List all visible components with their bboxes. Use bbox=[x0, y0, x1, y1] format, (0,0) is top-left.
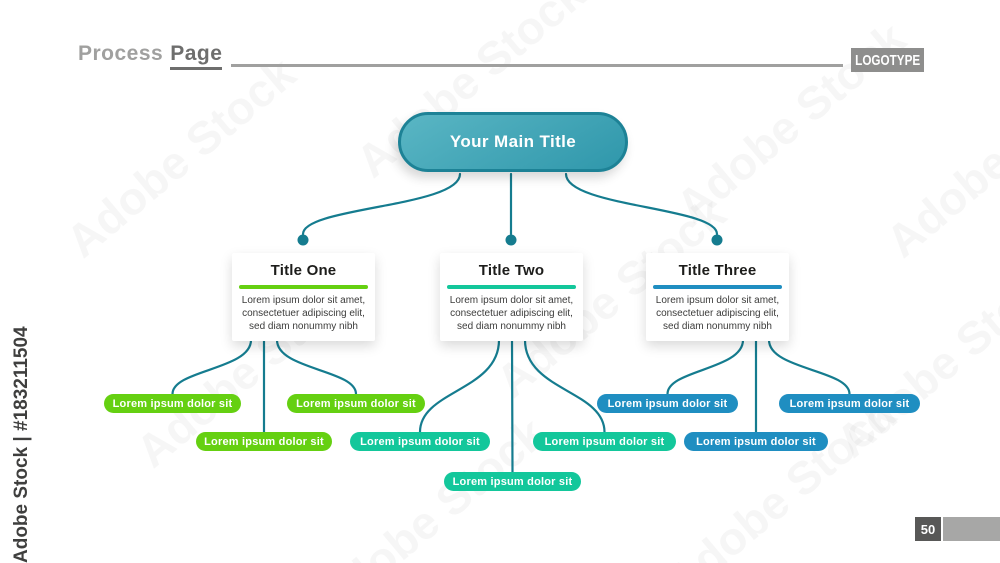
leaf-pill[interactable]: Lorem ipsum dolor sit bbox=[533, 432, 676, 451]
connector-dot bbox=[711, 234, 723, 246]
leaf-pill[interactable]: Lorem ipsum dolor sit bbox=[104, 394, 241, 413]
branch-card-one[interactable]: Title One Lorem ipsum dolor sit amet, co… bbox=[232, 253, 375, 341]
page-number: 50 bbox=[920, 521, 936, 537]
connector-line bbox=[171, 338, 253, 396]
connector-line bbox=[767, 338, 851, 396]
branch-body-line: Lorem ipsum dolor sit amet, bbox=[655, 295, 780, 306]
logotype-label: LOGOTYPE bbox=[854, 51, 921, 69]
stock-watermark-diagonal: Adobe Stock bbox=[666, 11, 915, 233]
main-title-label: Your Main Title bbox=[449, 132, 577, 151]
branch-title: Title Three bbox=[678, 262, 757, 279]
branch-body: Lorem ipsum dolor sit amet, consectetuer… bbox=[232, 294, 375, 333]
branch-body-line: consectetuer adipiscing elit, bbox=[656, 308, 779, 319]
stock-watermark-vertical: Adobe Stock | #183211504 bbox=[11, 326, 32, 563]
connector-line bbox=[564, 172, 719, 236]
connector-line bbox=[523, 338, 606, 434]
page-title-word2: Page bbox=[170, 42, 223, 70]
leaf-pill[interactable]: Lorem ipsum dolor sit bbox=[597, 394, 738, 413]
branch-body-line: consectetuer adipiscing elit, bbox=[450, 308, 573, 319]
connector-line bbox=[301, 172, 462, 236]
branch-title: Title One bbox=[270, 262, 337, 279]
connector-line bbox=[275, 338, 358, 396]
branch-body-line: Lorem ipsum dolor sit amet, bbox=[241, 295, 366, 306]
branch-card-two[interactable]: Title Two Lorem ipsum dolor sit amet, co… bbox=[440, 253, 583, 341]
stock-watermark-diagonal: Adobe Stock bbox=[56, 46, 305, 268]
stock-watermark-diagonal: Adobe Stock bbox=[876, 46, 1000, 268]
branch-body-line: sed diam nonummy nibh bbox=[663, 321, 772, 332]
header-rule bbox=[231, 64, 843, 67]
logotype-placeholder: LOGOTYPE bbox=[851, 48, 924, 72]
leaf-pill[interactable]: Lorem ipsum dolor sit bbox=[684, 432, 828, 451]
connector-line bbox=[510, 338, 514, 474]
leaf-pill[interactable]: Lorem ipsum dolor sit bbox=[196, 432, 332, 451]
branch-body-line: consectetuer adipiscing elit, bbox=[242, 308, 365, 319]
leaf-pill[interactable]: Lorem ipsum dolor sit bbox=[350, 432, 490, 451]
connector-dot bbox=[297, 234, 309, 246]
branch-accent-bar bbox=[239, 285, 368, 289]
leaf-pill[interactable]: Lorem ipsum dolor sit bbox=[444, 472, 581, 491]
branch-accent-bar bbox=[653, 285, 782, 289]
page-number-badge: 50 bbox=[915, 517, 941, 541]
branch-body: Lorem ipsum dolor sit amet, consectetuer… bbox=[440, 294, 583, 333]
branch-body-line: sed diam nonummy nibh bbox=[249, 321, 358, 332]
connector-line bbox=[418, 338, 501, 434]
leaf-pill[interactable]: Lorem ipsum dolor sit bbox=[287, 394, 425, 413]
stock-watermark-diagonal: Adobe Stock bbox=[826, 246, 1000, 468]
page-title-word1: Process bbox=[78, 42, 164, 65]
branch-body-line: Lorem ipsum dolor sit amet, bbox=[449, 295, 574, 306]
connector-dot bbox=[505, 234, 517, 246]
branch-body: Lorem ipsum dolor sit amet, consectetuer… bbox=[646, 294, 789, 333]
page-title: Process Page bbox=[78, 42, 223, 70]
branch-title: Title Two bbox=[478, 262, 545, 279]
main-title-node[interactable]: Your Main Title bbox=[398, 112, 628, 172]
branch-card-three[interactable]: Title Three Lorem ipsum dolor sit amet, … bbox=[646, 253, 789, 341]
footer-gray-bar bbox=[943, 517, 1000, 541]
leaf-pill[interactable]: Lorem ipsum dolor sit bbox=[779, 394, 920, 413]
branch-body-line: sed diam nonummy nibh bbox=[457, 321, 566, 332]
connector-line bbox=[666, 338, 745, 396]
branch-accent-bar bbox=[447, 285, 576, 289]
